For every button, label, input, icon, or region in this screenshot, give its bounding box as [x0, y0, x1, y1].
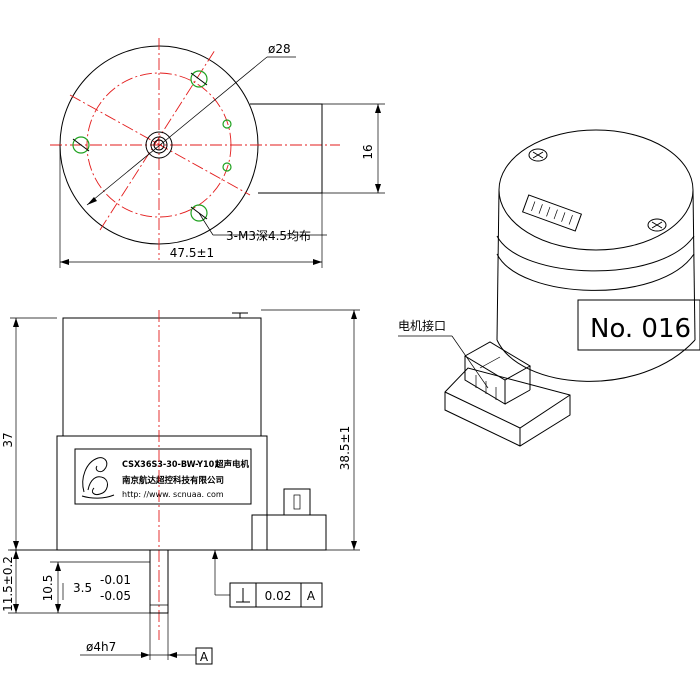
- connector-label: 电机接口: [398, 318, 446, 333]
- website-text: http: //www. scnuaa. com: [122, 490, 224, 499]
- shaft-boss-mid: [150, 136, 168, 154]
- small-hole-1: [222, 119, 232, 129]
- motor-type-text: 超声电机: [214, 459, 250, 470]
- company-text: 南京航达超控科技有限公司: [122, 475, 224, 486]
- small-hole-2: [222, 162, 232, 172]
- dim-37: 37: [1, 432, 15, 447]
- holes-note: 3-M3深4.5均布: [226, 229, 311, 243]
- iso-screw-2: [647, 218, 667, 232]
- company-logo: [81, 457, 115, 499]
- datum-a-label: A: [200, 650, 209, 664]
- dim-10-5: 10.5: [41, 575, 55, 602]
- dim-3-5-lower-dev: -0.05: [100, 589, 131, 603]
- dim-shaft-dia: ø4h7: [86, 640, 116, 654]
- connector-housing-top: [250, 103, 323, 194]
- shaft-boss-outer: [145, 131, 173, 159]
- m3-hole-left: [72, 136, 90, 154]
- connector-plug: [283, 488, 311, 516]
- perp-tol-value: 0.02: [265, 589, 292, 603]
- m3-hole-bottom: [190, 204, 208, 222]
- dim-3-5-upper-dev: -0.01: [100, 573, 131, 587]
- shaft-boss-inner: [153, 139, 165, 151]
- serial-plate: [577, 299, 700, 351]
- front-view: CSX36S3-30-BW-Y101 超声电机 南京航达超控科技有限公司 htt…: [1, 309, 360, 665]
- iso-top-face: [498, 129, 694, 251]
- connector-block: [251, 514, 327, 551]
- dim-11-5: 11.5±0.2: [1, 556, 15, 612]
- serial-text: No. 016: [590, 314, 691, 344]
- motor-body-upper: [62, 317, 262, 437]
- perp-tol-datum: A: [307, 589, 316, 603]
- dim-16: 16: [361, 144, 375, 159]
- m3-hole-top: [190, 70, 208, 88]
- dim-38-5: 38.5±1: [338, 426, 352, 470]
- iso-top-socket: [521, 194, 583, 232]
- datum-a-box: [195, 647, 213, 665]
- dim-diameter: ø28: [268, 42, 291, 56]
- model-text: CSX36S3-30-BW-Y101: [122, 460, 220, 470]
- tolerance-frame: [229, 582, 323, 608]
- iso-side-connector: [444, 341, 571, 447]
- dim-width: 47.5±1: [170, 246, 214, 260]
- iso-screw-1: [528, 148, 548, 162]
- isometric-view: No. 016 电机接口: [398, 129, 700, 447]
- top-view: 16 ø28 3-M3深4.5均布 47.5±1: [50, 38, 385, 268]
- dim-3-5: 3.5: [73, 581, 92, 595]
- nameplate: [74, 448, 252, 505]
